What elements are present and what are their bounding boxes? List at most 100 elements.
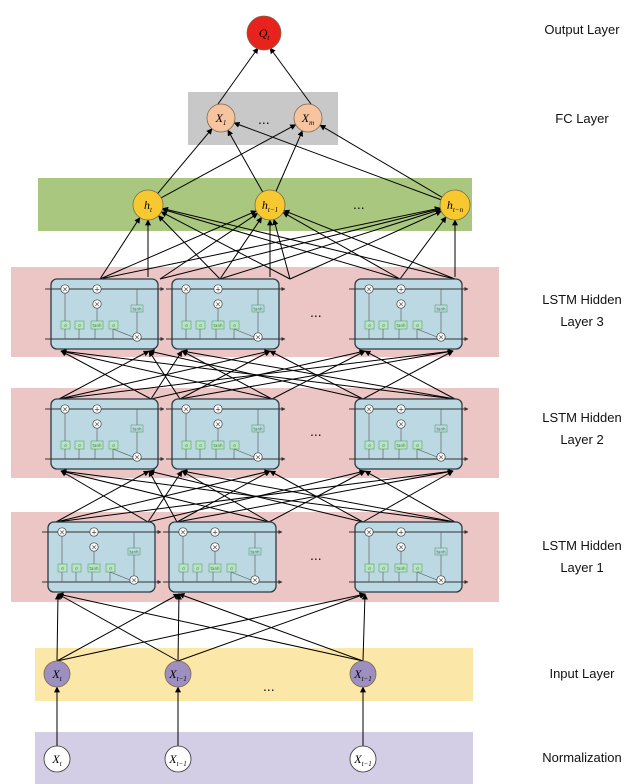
pointwise-symbol: + (398, 406, 404, 414)
pointwise-symbol: + (91, 529, 97, 537)
input-node-3-circle (349, 660, 377, 688)
edge-hidden-fc (157, 128, 213, 194)
pointwise-symbol: × (252, 577, 258, 585)
edge-hidden-fc (227, 129, 264, 193)
input-node-2-circle (164, 660, 192, 688)
sigmoid-gate (60, 440, 71, 450)
edge-lstm-interlayer (364, 350, 456, 400)
edge-l3-hidden-cross (160, 211, 291, 280)
sigmoid-gate (74, 320, 85, 330)
norm-node-3-label: Xt−1 (353, 752, 372, 768)
gate-label: tanh (213, 443, 223, 448)
pointwise-symbol: × (398, 544, 404, 552)
edge-hidden-fc (275, 130, 303, 192)
norm-node-3-circle (349, 745, 377, 773)
lstm-cell-body (50, 278, 159, 350)
gate-label: tanh (210, 566, 220, 571)
norm-node-2-circle (164, 745, 192, 773)
fc-node-2: Xm (293, 103, 323, 133)
pointwise-op (210, 527, 220, 537)
output-tanh-label: tanh (132, 307, 142, 312)
cell-wire (416, 448, 438, 458)
output-tanh-label: tanh (436, 550, 446, 555)
pointwise-symbol: × (134, 454, 140, 462)
pointwise-symbol: + (94, 286, 100, 294)
sigmoid-gate (364, 440, 375, 450)
edge-lstm-interlayer (181, 348, 456, 400)
hidden-node-3-label: ht−n (447, 198, 464, 214)
edge-lstm-interlayer (176, 470, 271, 523)
output-node-q-circle (246, 15, 282, 51)
cell-wire (230, 571, 252, 581)
pointwise-symbol: × (62, 406, 68, 414)
input-node-3-label: Xt−1 (353, 667, 372, 683)
label-lstm1-line1: LSTM Hidden (542, 538, 621, 553)
edge-lstm-interlayer (60, 469, 270, 523)
pointwise-op (89, 527, 99, 537)
sigmoid-gate (74, 440, 85, 450)
edge-lstm-interlayer (60, 468, 456, 523)
pointwise-op (92, 284, 102, 294)
edge-lstm-interlayer (179, 350, 271, 400)
connection-edges (54, 47, 458, 746)
cell-wire (112, 448, 134, 458)
edge-fc-output (217, 47, 259, 105)
cell-wire (109, 571, 131, 581)
lstm1-ellipsis: ... (310, 547, 322, 563)
lstm-cell-body (47, 521, 156, 593)
sigmoid-gate (57, 563, 68, 573)
label-lstm3-line2: Layer 3 (560, 314, 603, 329)
edge-fc-output (269, 47, 312, 105)
gate-label: σ (382, 323, 385, 328)
gate-label: tanh (92, 323, 102, 328)
edge-l3-hidden-cross (161, 206, 456, 280)
pointwise-symbol: × (255, 454, 261, 462)
lstm-cell-body (354, 521, 463, 593)
cell-wire (416, 571, 438, 581)
hidden-node-2-label: ht−1 (262, 198, 278, 214)
gate-label: tanh (89, 566, 99, 571)
norm-node-1-circle (43, 745, 71, 773)
edge-l3-hidden-cross (283, 209, 456, 280)
lstm-cell-body (171, 398, 280, 470)
pointwise-symbol: × (438, 334, 444, 342)
edge-input-lstm1 (57, 593, 179, 662)
edge-lstm-interlayer (181, 350, 273, 400)
hidden-node-3-circle (439, 189, 471, 221)
edge-l3-hidden-cross (158, 215, 221, 280)
lstm-cell-body (50, 398, 159, 470)
gate-label: σ (196, 566, 199, 571)
hidden-node-1-label: ht (144, 198, 153, 214)
pointwise-symbol: × (59, 529, 65, 537)
pointwise-symbol: × (94, 301, 100, 309)
gate-label: σ (199, 443, 202, 448)
pointwise-symbol: × (180, 529, 186, 537)
fc-node-2-circle (293, 103, 323, 133)
edge-l3-hidden-cross (219, 208, 442, 280)
edge-l3-hidden-cross (272, 218, 291, 280)
edge-l3-hidden-cross (159, 207, 442, 280)
norm-node-2: Xt−1 (164, 745, 192, 773)
input-node-1-circle (43, 660, 71, 688)
gate-label: σ (112, 443, 115, 448)
gate-label: σ (109, 566, 112, 571)
norm-node-1-label: Xt (51, 752, 62, 768)
normalization-band (35, 732, 473, 784)
edge-hidden-fc (160, 124, 297, 199)
cell-wire (233, 328, 255, 338)
gate-label: σ (61, 566, 64, 571)
sigmoid-gate (195, 440, 206, 450)
fc-ellipsis: ... (258, 111, 270, 127)
edge-lstm-interlayer (364, 470, 456, 523)
gate-label: σ (233, 443, 236, 448)
gate-label: σ (78, 323, 81, 328)
output-node-q-label: Qt (259, 26, 271, 42)
input-band (35, 648, 473, 701)
pointwise-op (213, 404, 223, 414)
edge-lstm-interlayer (60, 348, 456, 400)
norm-node-2-label: Xt−1 (168, 752, 187, 768)
output-tanh-label: tanh (250, 550, 260, 555)
